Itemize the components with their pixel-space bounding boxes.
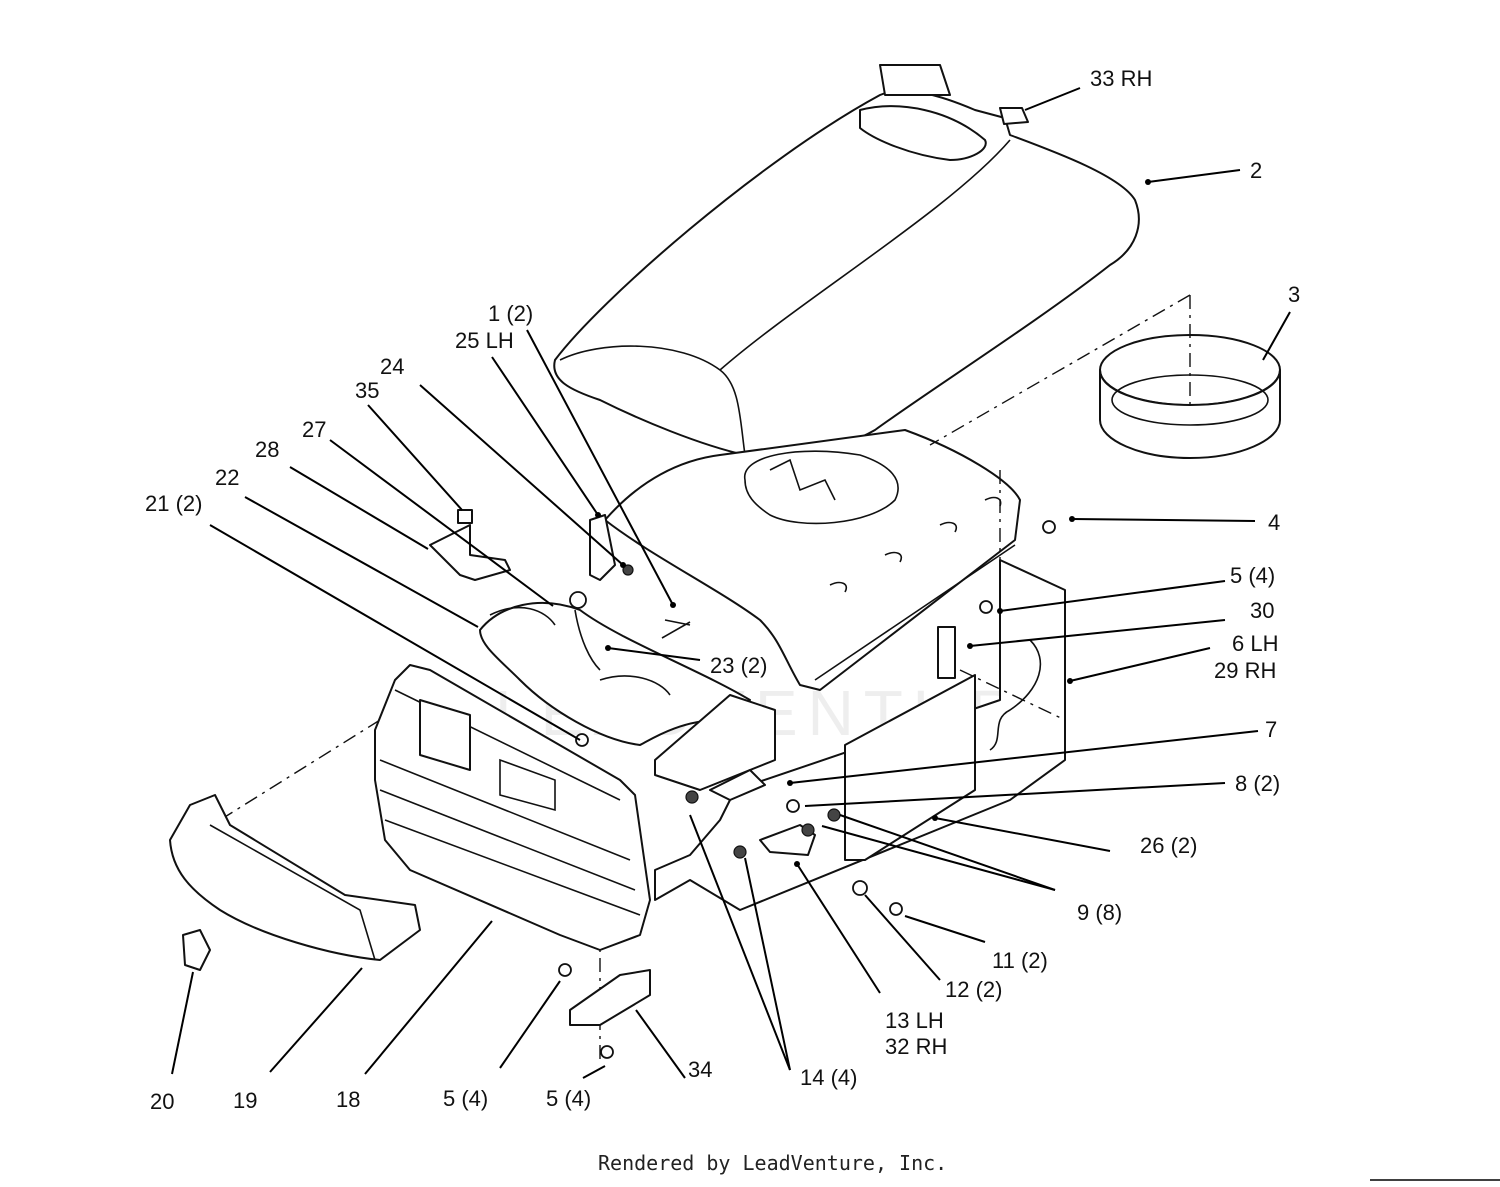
callout-28: 27 (302, 417, 326, 442)
callout-4: 4 (1268, 510, 1280, 535)
callout-25-line1: 26 (2) (1140, 833, 1197, 858)
hardware (558, 520, 1056, 1059)
callout-6-line1: 6 LH (1232, 631, 1278, 656)
alignment-lines (219, 294, 1191, 1065)
callout-33-line1: 34 (688, 1057, 712, 1082)
callout-1: 1 (2) (488, 301, 533, 326)
footer-credit: Rendered by LeadVenture, Inc. (598, 1151, 947, 1175)
callout-26: 33 RH (1090, 66, 1152, 91)
dash-panel (604, 429, 1021, 691)
callout-8: 8 (2) (1235, 771, 1280, 796)
callout-5-bottom-left: 5 (4) (443, 1086, 488, 1111)
callout-6-line2: 29 RH (1214, 658, 1276, 683)
lower-brackets (569, 769, 816, 1026)
leader-lines (171, 87, 1291, 1079)
callout-23: 24 (380, 354, 404, 379)
callout-20: 20 (150, 1089, 174, 1114)
hood (553, 64, 1140, 458)
callout-3: 3 (1288, 282, 1300, 307)
bumper (169, 794, 421, 961)
callout-9: 9 (8) (1077, 900, 1122, 925)
callout-24: 25 LH (455, 328, 514, 353)
callout-7: 7 (1265, 717, 1277, 742)
callout-5-upper: 5 (4) (1230, 563, 1275, 588)
callout-21: 21 (2) (145, 491, 202, 516)
callout-13-line1: 13 LH (885, 1008, 944, 1033)
callout-35: 35 (355, 378, 379, 403)
callout-30: 28 (255, 437, 279, 462)
emblem (182, 929, 211, 971)
callout-34: 23 (2) (710, 653, 767, 678)
callout-18: 18 (336, 1087, 360, 1112)
callout-13-line2: 32 RH (885, 1034, 947, 1059)
headlight-assembly (429, 509, 776, 791)
callout-11: 11 (2) (992, 948, 1048, 973)
callout-22: 22 (215, 465, 239, 490)
grille (374, 664, 651, 951)
callout-19: 19 (233, 1088, 257, 1113)
callout-27: 30 (1250, 598, 1274, 623)
callout-12: 12 (2) (945, 977, 1002, 1002)
callout-14: 14 (4) (800, 1065, 857, 1090)
callout-5-bottom-right: 5 (4) (546, 1086, 591, 1111)
callout-2: 2 (1250, 158, 1262, 183)
callout-labels: 33 RH 2 3 4 5 (4) 30 6 LH 29 RH 7 8 (2) … (145, 66, 1300, 1114)
leader-dots (595, 179, 1151, 867)
